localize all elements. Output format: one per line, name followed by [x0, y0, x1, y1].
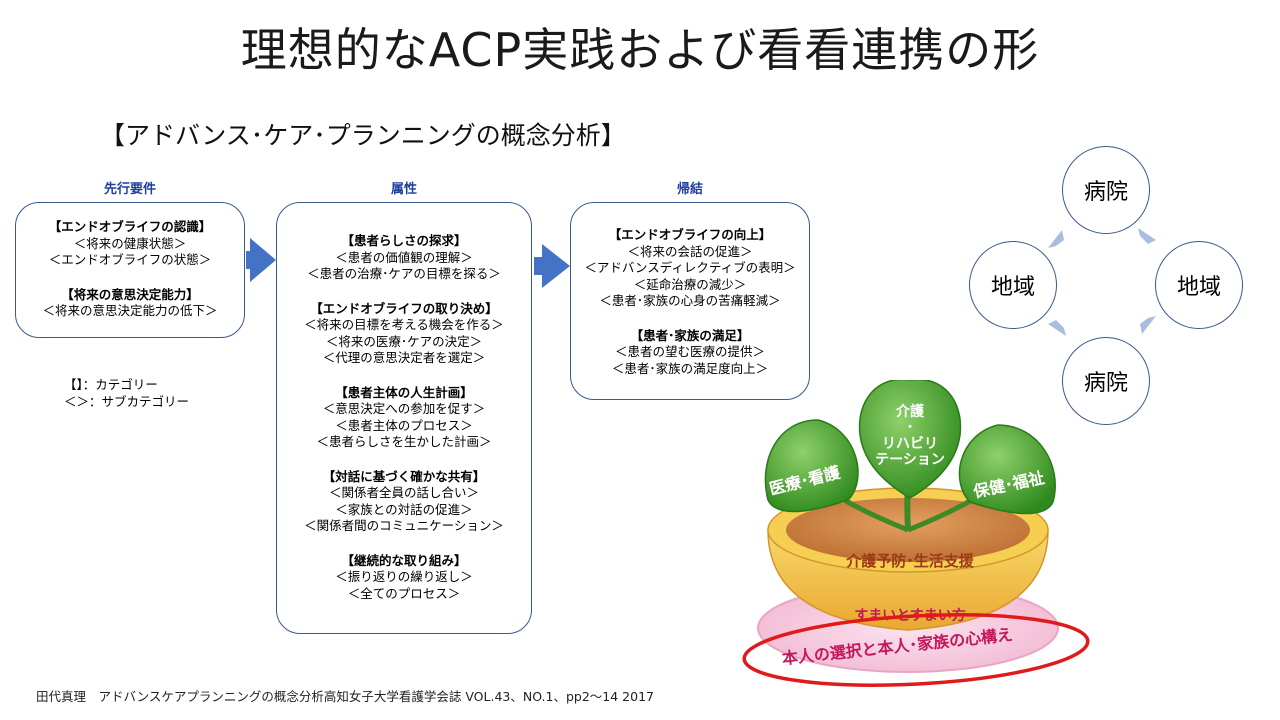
subcategory-label: ＜将来の健康状態＞	[73, 235, 187, 251]
category-label: 【エンドオブライフの向上】	[608, 227, 772, 242]
category-label: 【患者らしさの探求】	[341, 233, 467, 248]
subcategory-label: ＜患者の価値観の理解＞	[335, 249, 473, 265]
subcategory-label: ＜患者･家族の心身の苦痛軽減＞	[599, 293, 781, 308]
category-label: 【患者主体の人生計画】	[335, 384, 473, 400]
category-label: 【エンドオブライフの認識】	[48, 219, 212, 234]
category-label: 【将来の意思決定能力】	[61, 286, 199, 302]
cycle-node-label: 病院	[1083, 371, 1128, 396]
category-group: 【継続的な取り組み】＜振り返りの繰り返し＞＜全てのプロセス＞	[277, 553, 531, 603]
subcategory-label: ＜関係者全員の話し合い＞	[328, 485, 479, 500]
subcategory-label: ＜患者･家族の満足度向上＞	[611, 360, 769, 376]
cycle-arrows	[1048, 228, 1156, 336]
legend-category: 【】：カテゴリー	[64, 377, 158, 392]
subcategory-label: ＜患者主体のプロセス＞	[335, 417, 473, 433]
subcategory-label: ＜関係者間のコミュニケーション＞	[304, 518, 504, 533]
subcategory-label: ＜代理の意思決定者を選定＞	[322, 350, 486, 365]
leaf-center-label-3: リハビリ	[882, 435, 938, 451]
category-label: 【患者･家族の満足】	[630, 327, 750, 343]
leaf-center-label-4: テーション	[875, 451, 945, 467]
subcategory-label: ＜患者の治療･ケアの目標を探る＞	[307, 266, 501, 281]
category-group: 【将来の意思決定能力】＜将来の意思決定能力の低下＞	[16, 287, 244, 320]
leaf-right	[958, 424, 1056, 515]
subcategory-label: ＜アドバンスディレクティブの表明＞	[584, 260, 796, 275]
subcategory-label: ＜意思決定への参加を促す＞	[322, 401, 486, 416]
category-group: 【エンドオブライフの向上】＜将来の会話の促進＞＜アドバンスディレクティブの表明＞…	[571, 227, 809, 310]
legend-subcategory: ＜＞：サブカテゴリー	[64, 394, 190, 409]
cycle-node-label: 地域	[1176, 275, 1221, 300]
category-label: 【継続的な取り組み】	[341, 552, 467, 568]
citation: 田代真理 アドバンスケアプランニングの概念分析高知女子大学看護学会誌 VOL.4…	[36, 689, 654, 704]
subcategory-label: ＜全てのプロセス＞	[347, 585, 461, 601]
category-group: 【患者主体の人生計画】＜意思決定への参加を促す＞＜患者主体のプロセス＞＜患者らし…	[277, 385, 531, 451]
care-plant-illustration: 医療･看護 介護 ･ リハビリ テーション 保健･福祉 介護予防･生活支援 すま…	[742, 380, 1090, 687]
soil-label: 介護予防･生活支援	[845, 552, 975, 570]
cycle-node-hospital-bottom: 病院	[1062, 337, 1150, 425]
cycle-arrow-icon	[1048, 320, 1066, 336]
cycle-arrow-icon	[1140, 316, 1156, 334]
arrow-right-icon	[534, 244, 570, 288]
subcategory-label: ＜振り返りの繰り返し＞	[335, 569, 473, 584]
cycle-node-label: 病院	[1083, 180, 1128, 205]
category-label: 【対話に基づく確かな共有】	[322, 468, 486, 484]
category-label: 【エンドオブライフの取り決め】	[310, 300, 498, 316]
consequences-header: 帰結	[676, 182, 703, 197]
category-group: 【対話に基づく確かな共有】＜関係者全員の話し合い＞＜家族との対話の促進＞＜関係者…	[277, 469, 531, 535]
section-subtitle: 【アドバンス･ケア･プランニングの概念分析】	[100, 121, 626, 150]
leaf-center-label-2: ･	[907, 419, 914, 435]
subcategory-label: ＜家族との対話の促進＞	[335, 501, 473, 517]
subcategory-label: ＜患者の望む医療の提供＞	[614, 344, 765, 359]
cycle-arrow-icon	[1048, 230, 1064, 248]
subcategory-label: ＜将来の意思決定能力の低下＞	[42, 303, 218, 318]
category-group: 【患者らしさの探求】＜患者の価値観の理解＞＜患者の治療･ケアの目標を探る＞	[277, 233, 531, 283]
antecedents-box: 【エンドオブライフの認識】＜将来の健康状態＞＜エンドオブライフの状態＞ 【将来の意…	[15, 202, 245, 338]
cycle-node-label: 地域	[990, 275, 1035, 300]
highlight-ellipse	[742, 613, 1090, 687]
category-group: 【エンドオブライフの認識】＜将来の健康状態＞＜エンドオブライフの状態＞	[16, 219, 244, 269]
legend: 【】：カテゴリー ＜＞：サブカテゴリー	[64, 376, 189, 410]
category-group: 【エンドオブライフの取り決め】＜将来の目標を考える機会を作る＞＜将来の医療･ケア…	[277, 301, 531, 367]
arrow-right-icon	[246, 238, 276, 282]
attributes-header: 属性	[390, 182, 417, 197]
cycle-node-community-left: 地域	[969, 241, 1057, 329]
cycle-node-hospital-top: 病院	[1062, 146, 1150, 234]
subcategory-label: ＜エンドオブライフの状態＞	[48, 252, 212, 267]
subcategory-label: ＜患者らしさを生かした計画＞	[316, 434, 492, 449]
leaf-center-label-1: 介護	[895, 403, 925, 419]
subcategory-label: ＜将来の医療･ケアの決定＞	[325, 333, 483, 349]
leaf-left	[764, 419, 859, 513]
subcategory-label: ＜将来の会話の促進＞	[627, 243, 753, 259]
page-title: 理想的なACP実践および看看連携の形	[240, 23, 1040, 77]
subcategory-label: ＜将来の目標を考える機会を作る＞	[304, 317, 504, 332]
category-group: 【患者･家族の満足】＜患者の望む医療の提供＞＜患者･家族の満足度向上＞	[571, 328, 809, 378]
antecedents-header: 先行要件	[103, 182, 156, 197]
cycle-arrow-icon	[1138, 228, 1156, 244]
consequences-box: 【エンドオブライフの向上】＜将来の会話の促進＞＜アドバンスディレクティブの表明＞…	[570, 202, 810, 400]
subcategory-label: ＜延命治療の減少＞	[633, 276, 747, 292]
leaf-center	[858, 380, 962, 499]
attributes-box: 【患者らしさの探求】＜患者の価値観の理解＞＜患者の治療･ケアの目標を探る＞ 【エン…	[276, 202, 532, 634]
cycle-node-community-right: 地域	[1155, 241, 1243, 329]
